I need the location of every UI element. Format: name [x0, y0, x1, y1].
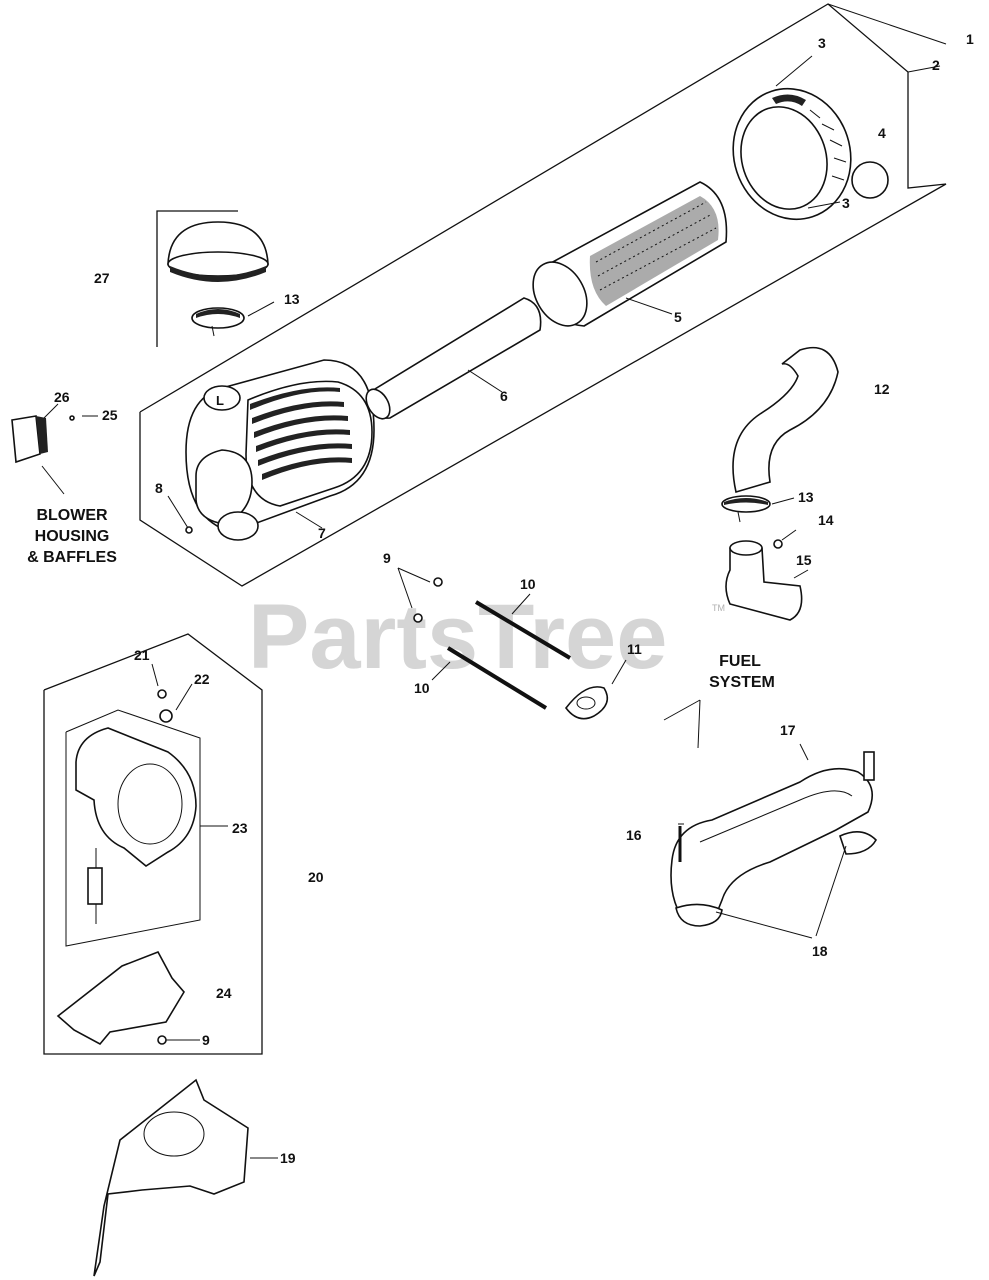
- callout-13-left: 13: [284, 291, 300, 307]
- callout-9-bottom: 9: [202, 1032, 210, 1048]
- intake-elbow: [725, 540, 809, 621]
- callout-8: 8: [155, 480, 163, 496]
- callout-24: 24: [216, 985, 232, 1001]
- callout-13-right: 13: [798, 489, 814, 505]
- watermark-text: PartsTree: [248, 586, 667, 688]
- lower-bracket: [56, 950, 200, 1046]
- callout-25: 25: [102, 407, 118, 423]
- baffle: [93, 1078, 278, 1277]
- blower-note-line-2: HOUSING: [35, 528, 110, 545]
- callout-23: 23: [232, 820, 248, 836]
- callout-10-bottom: 10: [414, 680, 430, 696]
- air-cleaner-assembly-box: [139, 3, 947, 587]
- callout-6: 6: [500, 388, 508, 404]
- callout-15: 15: [796, 552, 812, 568]
- callout-1: 1: [966, 31, 974, 47]
- blower-note-line-3: & BAFFLES: [27, 549, 117, 566]
- callout-labels: 1 2 3 4 3 5 6 7 8 9 10 10 11 12 13 13 14…: [54, 31, 974, 1166]
- valve-ball: [851, 161, 889, 199]
- callout-3-top: 3: [818, 35, 826, 51]
- mounting-bracket: [75, 727, 228, 867]
- fuel-system-note: FUEL SYSTEM: [709, 653, 775, 691]
- callout-2: 2: [932, 57, 940, 73]
- fuel-note-line-2: SYSTEM: [709, 674, 775, 691]
- callout-7: 7: [318, 525, 326, 541]
- fuel-note-line-1: FUEL: [719, 653, 761, 670]
- washer-and-nut: [151, 663, 193, 723]
- hose-clamp-left: [191, 301, 275, 337]
- blower-parts: [11, 403, 98, 495]
- callout-14: 14: [818, 512, 834, 528]
- hose-clamp-right: [721, 495, 795, 523]
- filter-element: [532, 181, 728, 327]
- callout-11: 11: [627, 641, 642, 657]
- inner-element: [365, 297, 542, 420]
- callout-21: 21: [134, 647, 150, 663]
- callout-9-top: 9: [383, 550, 391, 566]
- fuel-system-leader: [663, 699, 701, 749]
- callout-17: 17: [780, 722, 796, 738]
- callout-12: 12: [874, 381, 890, 397]
- watermark-trademark: TM: [712, 603, 725, 613]
- screw-14: [773, 529, 797, 549]
- blower-note-line-1: BLOWER: [36, 507, 108, 524]
- callout-26: 26: [54, 389, 70, 405]
- callout-22: 22: [194, 671, 210, 687]
- callout-3-bottom: 3: [842, 195, 850, 211]
- callout-16: 16: [626, 827, 642, 843]
- callout-10-top: 10: [520, 576, 536, 592]
- blower-housing-note: BLOWER HOUSING & BAFFLES: [27, 507, 117, 566]
- precleaner-box: [156, 210, 238, 347]
- bracket-bolt: [87, 848, 103, 924]
- callout-19: 19: [280, 1150, 296, 1166]
- bracket-kit-box: [43, 633, 263, 1055]
- callout-5: 5: [674, 309, 682, 325]
- svg-text:L: L: [216, 393, 224, 408]
- callout-27: 27: [94, 270, 110, 286]
- callout-20: 20: [308, 869, 324, 885]
- mounting-hardware: [397, 567, 627, 720]
- intake-manifold: [670, 743, 877, 939]
- latch-leaders: [775, 55, 841, 209]
- air-cleaner-cover: [732, 87, 852, 221]
- screw-8: [167, 495, 193, 534]
- precleaner-cap: [167, 221, 269, 282]
- air-cleaner-base: L: [185, 359, 375, 541]
- callout-4: 4: [878, 125, 886, 141]
- intake-hose: [732, 346, 839, 494]
- callout-18: 18: [812, 943, 828, 959]
